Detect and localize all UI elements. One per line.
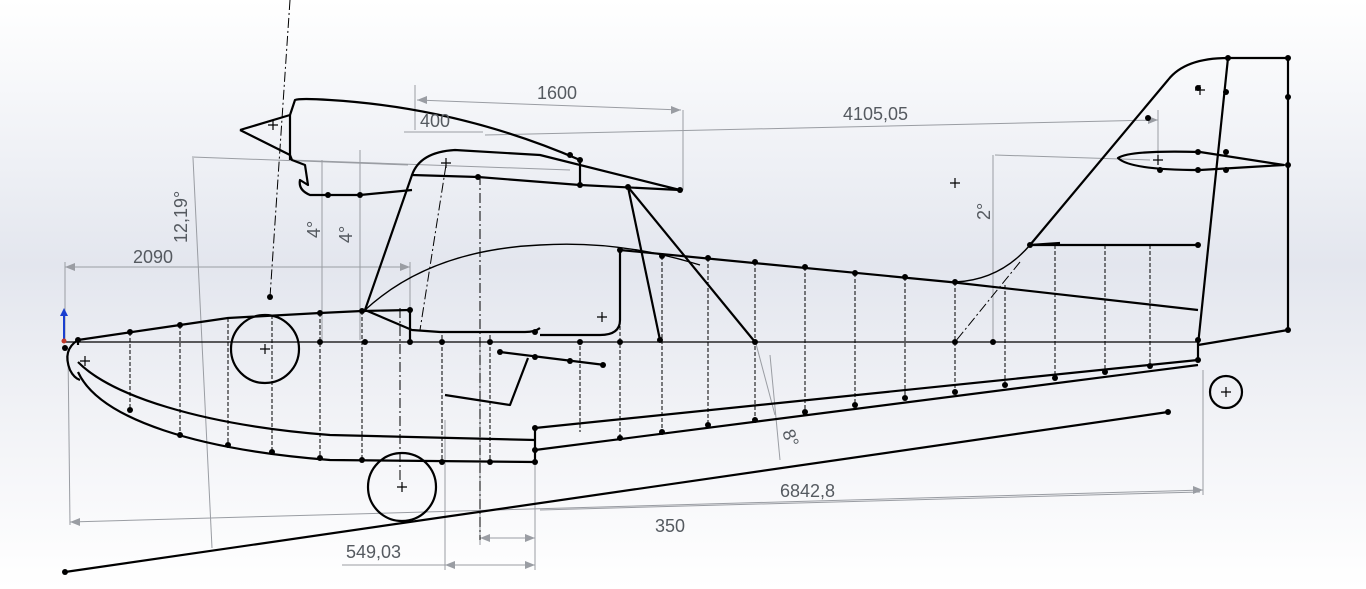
wheels: [229, 313, 1244, 523]
dim-549-03: 549,03: [346, 542, 401, 562]
nose-wheel-circle: [229, 313, 301, 385]
dim-12-19-deg: 12,19°: [171, 191, 191, 243]
dimension-labels: 1600 400 4105,05 2090 12,19° 4° 4° 2° 8°…: [133, 83, 994, 562]
dim-1600: 1600: [537, 83, 577, 103]
origin-axis-icon: [60, 308, 68, 344]
dim-2-deg: 2°: [974, 203, 994, 220]
tail-wheel-circle: [1208, 374, 1244, 410]
dim-400: 400: [420, 111, 450, 131]
centerlines: [269, 0, 1021, 540]
dim-4-deg-a: 4°: [304, 221, 324, 238]
dim-6842-8: 6842,8: [780, 481, 835, 501]
center-markers: [80, 85, 1231, 492]
dimension-lines: [64, 85, 1204, 570]
fuselage-frames: [129, 245, 1151, 462]
dimension-arrows: [65, 96, 1203, 569]
aircraft-geometry: [64, 56, 1290, 574]
dim-8-deg: 8°: [778, 427, 803, 450]
dim-2090: 2090: [133, 247, 173, 267]
dim-350: 350: [655, 516, 685, 536]
main-wheel-circle: [366, 451, 438, 523]
sketch-points: [62, 55, 1291, 575]
dim-4105: 4105,05: [843, 104, 908, 124]
dim-4-deg-b: 4°: [336, 226, 356, 243]
